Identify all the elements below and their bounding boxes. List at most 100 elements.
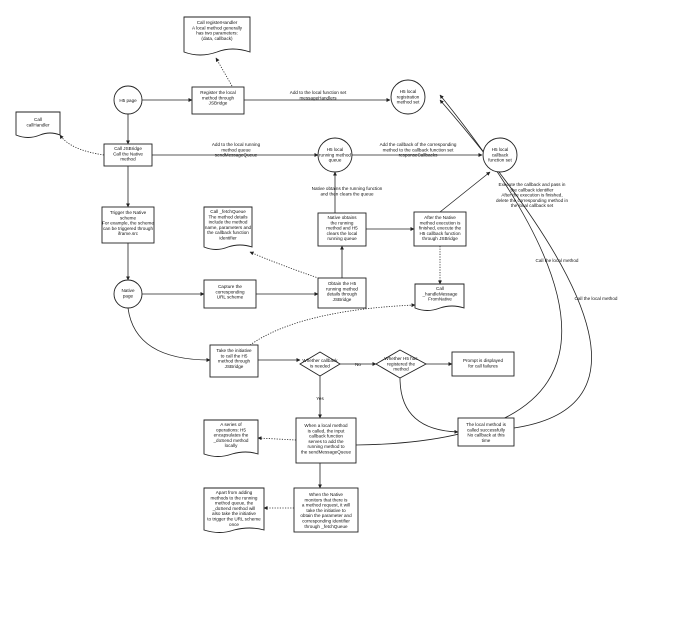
text-line: corresponding [215, 289, 245, 294]
text-line: the callback identifier [511, 187, 554, 192]
text-line: the running [331, 220, 354, 225]
node-when-local [295, 417, 357, 464]
node-whether-registered [375, 349, 427, 379]
text-line: (data, callback) [201, 36, 233, 41]
text-line: H5 local [400, 89, 417, 94]
label-yes: Yes [316, 396, 324, 401]
text-line: callback [492, 152, 509, 157]
node-whether-callback [299, 351, 341, 377]
node-capture-scheme [203, 279, 257, 309]
text-line: No [355, 362, 361, 367]
text-line: Native [121, 288, 134, 293]
node-call-jsbridge [103, 143, 153, 167]
text-line: clears the local [327, 231, 358, 236]
text-line: Capture the [218, 284, 242, 289]
text-line: is needed [310, 363, 330, 368]
text-line: Call JSBridge [114, 146, 142, 151]
note-handle-message [414, 283, 465, 311]
text-line: JSBridge [333, 297, 352, 302]
text-line: Whether H5 has [384, 356, 418, 361]
node-h5-reg-set [390, 79, 426, 115]
text-line: method through [202, 95, 235, 100]
text-line: called successfully [467, 427, 506, 432]
text-line: locally [225, 443, 238, 448]
text-line: method and H5 [326, 226, 358, 231]
text-line: time [482, 438, 491, 443]
text-line: through _fetchQueue [304, 524, 348, 529]
text-line: Whether callback [302, 358, 338, 363]
text-line: through JSBridge [422, 236, 458, 241]
text-line: registered the [387, 361, 416, 366]
text-line: for call failures [468, 363, 498, 368]
text-line: H5 local [327, 147, 344, 152]
edges [59, 57, 592, 510]
text-line: _doSend method will [212, 506, 256, 511]
label-call-local-1: Call the local method [536, 258, 579, 263]
text-line: the sendMessageQueue [301, 450, 352, 455]
text-line: Call the Native [113, 151, 143, 156]
text-line: A series of [220, 422, 242, 427]
text-line: serves to add the [308, 439, 344, 444]
text-line: method to the callback function set [383, 147, 454, 152]
text-line: callHandler [27, 122, 50, 127]
node-take-initiative [209, 344, 259, 378]
node-prompt-failure [451, 351, 515, 377]
text-line: JSBridge [225, 364, 244, 369]
text-line: Call [436, 286, 444, 291]
text-line: Trigger the Native [110, 210, 147, 215]
node-h5-page [113, 85, 143, 115]
text-line: URL scheme [217, 295, 244, 300]
text-line: Add to the local function set [290, 90, 347, 95]
edge-local-regset-1 [439, 99, 592, 429]
text-line: method [120, 157, 136, 162]
text-line: encapsulates the [214, 433, 249, 438]
text-line: Native obtains the running function [312, 186, 383, 191]
label-call-local-2: Call the local method [575, 296, 618, 301]
edge-when-regset-2 [355, 94, 563, 446]
text-line: iframe.src [118, 231, 139, 236]
text-line: page [123, 293, 134, 298]
text-line: A local method generally [192, 25, 243, 30]
note-apart-from [203, 487, 265, 533]
edge-take-handlemsg [249, 303, 416, 346]
text-line: Call the local method [536, 258, 579, 263]
text-line: method set [397, 100, 420, 105]
text-line: When the Native [309, 492, 343, 497]
edge-after-cbset [439, 171, 491, 213]
edge-whetherreg-local [399, 377, 459, 434]
text-line: once [229, 522, 239, 527]
node-register-method [191, 86, 245, 115]
node-when-native [293, 487, 359, 533]
text-line: Take the initiative [216, 348, 252, 353]
node-native-page [113, 279, 143, 309]
text-line: and then clears the queue [320, 191, 374, 196]
text-line: method queue [221, 147, 251, 152]
text-line: queue [329, 158, 342, 163]
text-line: to call the H5 [221, 353, 248, 358]
text-line: running method [326, 286, 358, 291]
text-line: name, parameters and [205, 225, 252, 230]
text-line: The local method is [466, 422, 507, 427]
note-call-register [183, 16, 251, 56]
text-line: Prompt is displayed [463, 358, 504, 363]
text-line: The method details [208, 214, 248, 219]
